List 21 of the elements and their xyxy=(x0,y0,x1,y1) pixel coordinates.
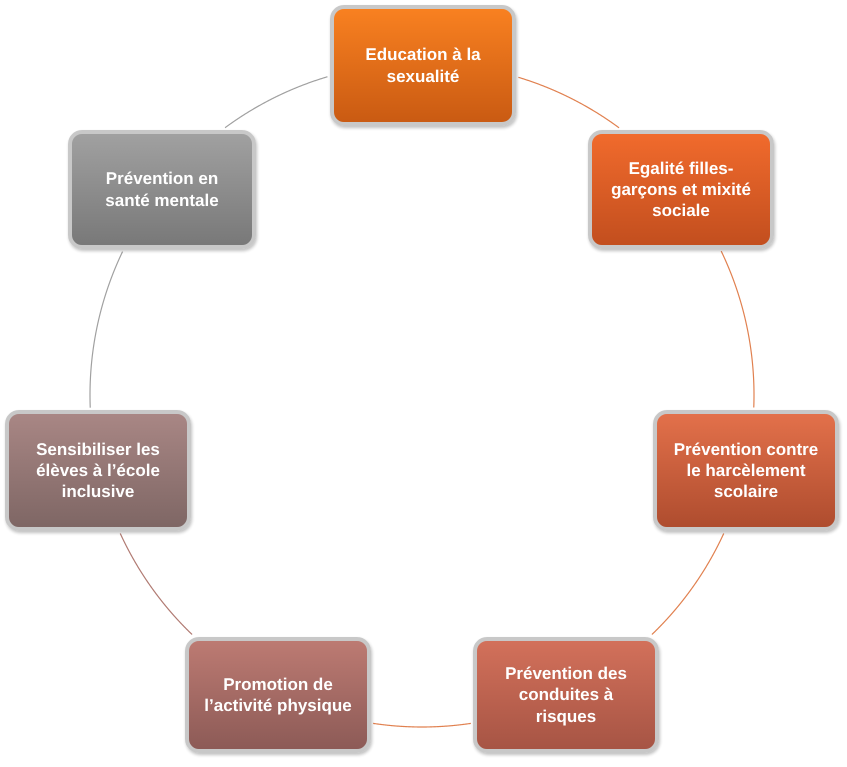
topic-box xyxy=(68,130,256,249)
connector-arc xyxy=(224,76,328,128)
topic-box xyxy=(653,410,839,531)
connector-arc xyxy=(720,250,755,408)
topic-label: Sensibiliser les élèves à l’école inclusive xyxy=(35,438,161,502)
connector-arc xyxy=(120,533,192,635)
topic-label: Education à la sexualité xyxy=(364,44,482,87)
topic-box xyxy=(330,5,516,126)
topic-label: Prévention en santé mentale xyxy=(104,168,220,211)
connector-arc xyxy=(518,76,620,128)
topic-label: Egalité filles-garçons et mixité sociale xyxy=(610,158,752,222)
connector-arc xyxy=(89,251,124,408)
topic-box xyxy=(473,637,659,753)
topic-label: Prévention contre le harcèlement scolaire xyxy=(672,438,820,502)
topic-box xyxy=(185,637,371,753)
topic-label: Promotion de l’activité physique xyxy=(203,674,353,716)
topic-box xyxy=(588,130,774,249)
topic-box xyxy=(5,410,191,531)
connector-arc xyxy=(652,533,724,635)
connector-arc xyxy=(373,722,471,728)
topic-label: Prévention des conduites à risques xyxy=(504,663,628,727)
